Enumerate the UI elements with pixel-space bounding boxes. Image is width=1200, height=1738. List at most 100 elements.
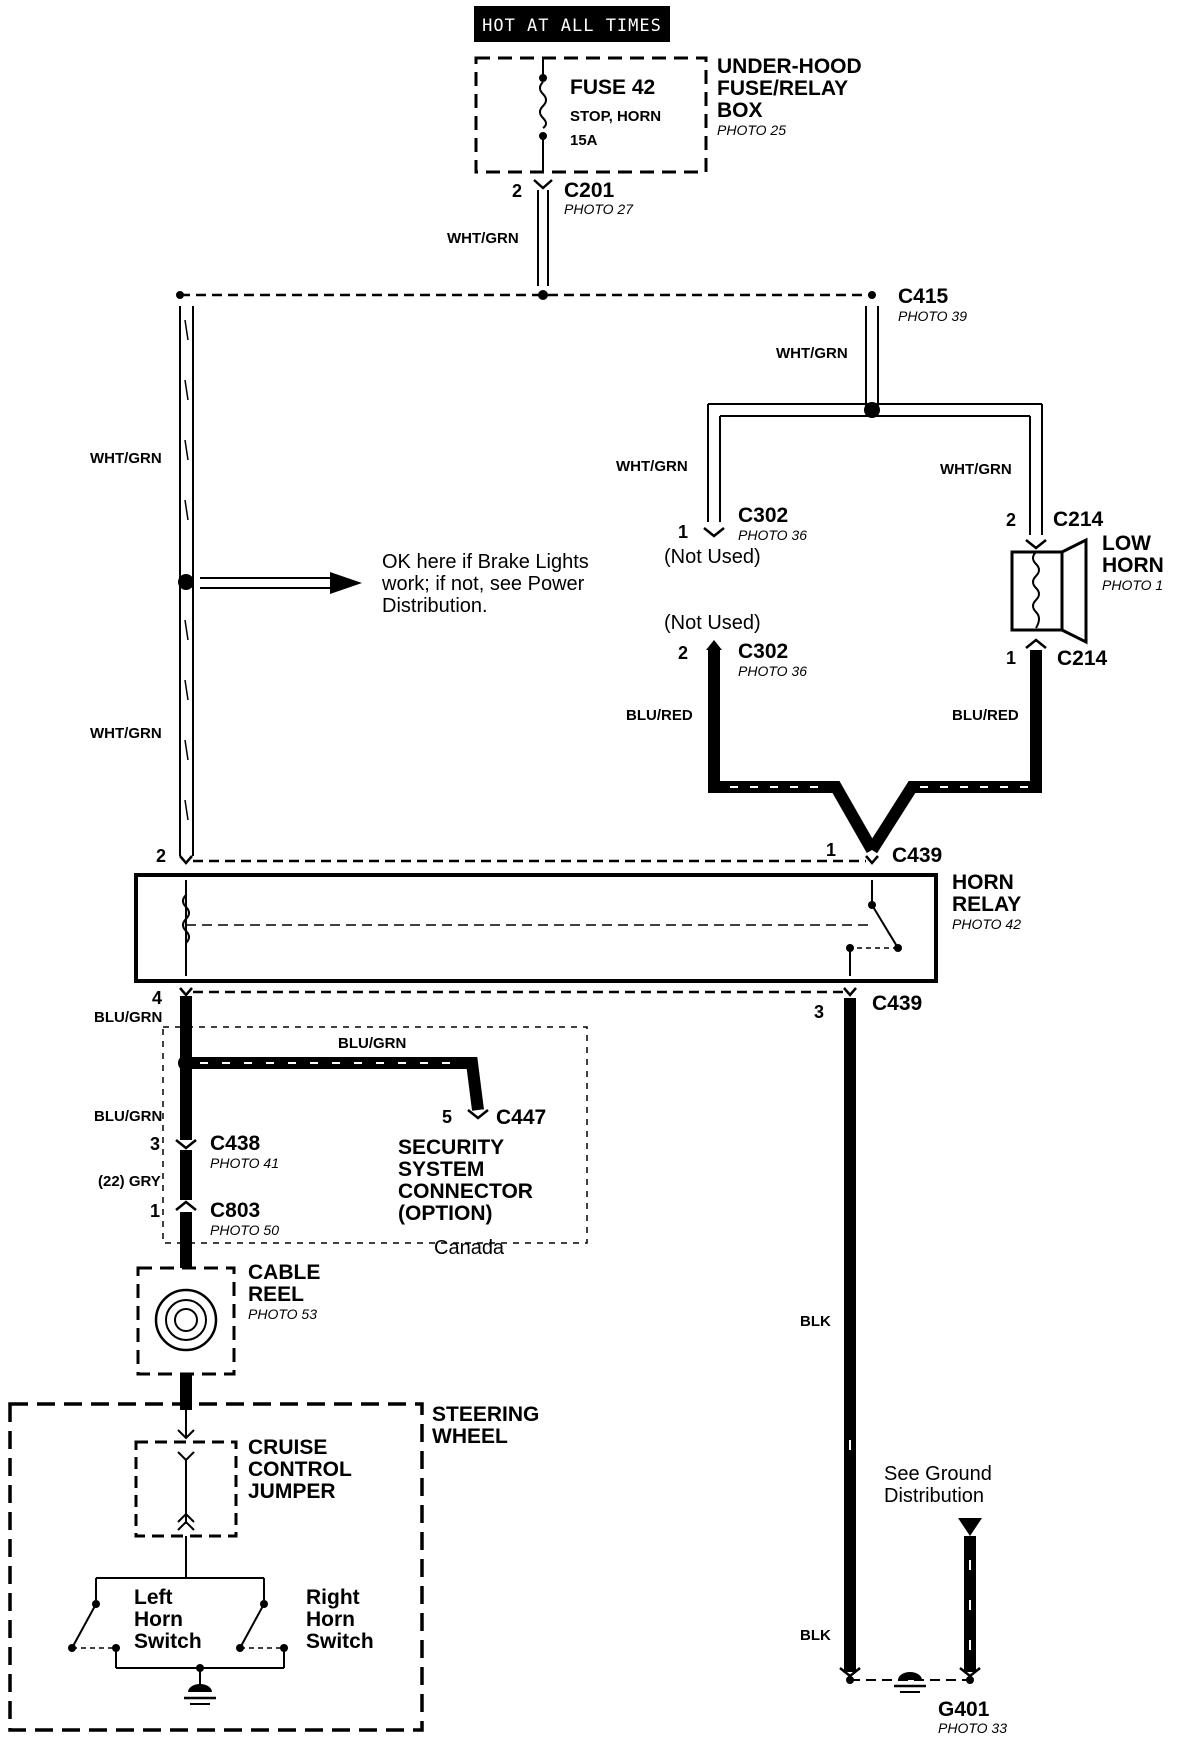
right-switch-icon <box>239 1603 265 1649</box>
c214-wire-label: WHT/GRN <box>940 461 1012 478</box>
c438-photo: PHOTO 41 <box>210 1155 279 1171</box>
c803-name: C803 <box>210 1199 260 1222</box>
fuse-circuit: STOP, HORN <box>570 108 661 125</box>
security-line-2: SYSTEM <box>398 1158 484 1181</box>
c447-pin: 5 <box>442 1107 452 1127</box>
c439-top-name: C439 <box>892 844 942 867</box>
c439-bottom-pin-right: 3 <box>814 1002 824 1022</box>
c302-top-connector: 1 C302 PHOTO 36 (Not Used) <box>664 504 807 568</box>
c415-photo: PHOTO 39 <box>898 308 967 324</box>
relay-line-1: HORN <box>952 871 1014 894</box>
under-hood-fuse-relay-box: FUSE 42 STOP, HORN 15A UNDER-HOOD FUSE/R… <box>474 55 862 174</box>
horn-coil-icon <box>1032 551 1040 629</box>
c214-bottom-pin: 1 <box>1006 648 1016 668</box>
c447-name: C447 <box>496 1106 546 1129</box>
steering-wheel: STEERING WHEEL CRUISE CONTROL JUMPER <box>8 1402 539 1732</box>
ground-g401-icon <box>894 1672 926 1693</box>
left-switch-icon <box>71 1603 97 1649</box>
brake-lights-note: OK here if Brake Lights work; if not, se… <box>200 551 589 617</box>
steering-line-2: WHEEL <box>432 1425 508 1448</box>
gry-wire-label: (22) GRY <box>98 1173 161 1190</box>
left-wire-label-1: WHT/GRN <box>90 450 162 467</box>
low-horn-photo: PHOTO 1 <box>1102 577 1163 593</box>
fuse-rating: 15A <box>570 132 598 149</box>
c302-bottom-pin: 2 <box>678 643 688 663</box>
c302-bottom-photo: PHOTO 36 <box>738 663 807 679</box>
right-switch-line-2: Horn <box>306 1608 355 1631</box>
fuse-number: FUSE 42 <box>570 76 655 99</box>
cruise-line-1: CRUISE <box>248 1436 327 1459</box>
fuse-box-name-2: FUSE/RELAY <box>717 77 848 100</box>
c803-photo: PHOTO 50 <box>210 1222 279 1238</box>
blk-label-1: BLK <box>800 1313 831 1330</box>
relay-line-2: RELAY <box>952 893 1021 916</box>
c302-wire-label: WHT/GRN <box>616 458 688 475</box>
left-switch-line-3: Switch <box>134 1630 202 1653</box>
blu-red-right-label: BLU/RED <box>952 707 1019 724</box>
c302-bottom-name: C302 <box>738 640 788 663</box>
c201-connector: 2 C201 PHOTO 27 <box>512 179 634 217</box>
low-horn: 2 C214 LOW HORN PHOTO 1 1 C214 <box>1006 508 1164 670</box>
c302-top-photo: PHOTO 36 <box>738 527 807 543</box>
cruise-line-3: JUMPER <box>248 1480 336 1503</box>
c803-pin: 1 <box>150 1201 160 1221</box>
relay-photo: PHOTO 42 <box>952 916 1021 932</box>
c439-top: 2 1 C439 <box>156 840 942 867</box>
cable-reel-icon <box>154 1288 218 1352</box>
blu-red-left-label: BLU/RED <box>626 707 693 724</box>
top-bus: C415 PHOTO 39 <box>176 285 967 324</box>
security-line-1: SECURITY <box>398 1136 504 1159</box>
ground-note-line-1: See Ground <box>884 1463 992 1485</box>
low-horn-line-1: LOW <box>1102 532 1151 555</box>
banner-text: HOT AT ALL TIMES <box>482 16 662 36</box>
arrow-right-icon <box>330 572 362 594</box>
horn-relay: HORN RELAY PHOTO 42 <box>134 871 1021 983</box>
left-wire-label-2: WHT/GRN <box>90 725 162 742</box>
ground-photo: PHOTO 33 <box>938 1720 1007 1736</box>
right-switch-line-1: Right <box>306 1586 360 1609</box>
c302-top-name: C302 <box>738 504 788 527</box>
cable-reel-line-1: CABLE <box>248 1261 320 1284</box>
c438-pin: 3 <box>150 1134 160 1154</box>
c439-top-pin-left: 2 <box>156 846 166 866</box>
wire-wht-grn-left: WHT/GRN WHT/GRN <box>90 306 194 856</box>
wire-wht-grn-feed: WHT/GRN <box>447 190 549 286</box>
c415-wire-label: WHT/GRN <box>776 345 848 362</box>
wire-blu-red: BLU/RED BLU/RED <box>626 640 1042 854</box>
blu-grn-label-2: BLU/GRN <box>94 1108 162 1125</box>
hot-at-all-times-banner: HOT AT ALL TIMES <box>474 6 670 42</box>
cable-reel: CABLE REEL PHOTO 53 <box>136 1261 320 1410</box>
cruise-line-2: CONTROL <box>248 1458 352 1481</box>
fuse-box-name-3: BOX <box>717 99 763 122</box>
relay-coil-icon <box>182 894 190 944</box>
left-switch-line-1: Left <box>134 1586 173 1609</box>
fuse-icon <box>539 81 547 129</box>
security-region: Canada <box>434 1237 505 1259</box>
brake-note-line-1: OK here if Brake Lights <box>382 551 589 573</box>
security-line-4: (OPTION) <box>398 1202 493 1225</box>
security-connector: 5 C447 SECURITY SYSTEM CONNECTOR (OPTION… <box>162 1026 588 1259</box>
feed-wire-label: WHT/GRN <box>447 230 519 247</box>
ground-note-line-2: Distribution <box>884 1485 984 1507</box>
c438-name: C438 <box>210 1132 261 1155</box>
wire-blu-grn: BLU/GRN BLU/GRN BLU/GRN <box>94 996 484 1140</box>
c302-top-pin: 1 <box>678 522 688 542</box>
ground-icon <box>184 1684 216 1705</box>
blu-grn-label-1: BLU/GRN <box>94 1009 162 1026</box>
brake-note-line-2: work; if not, see Power <box>381 573 585 595</box>
wire-wht-grn-right-branch: WHT/GRN WHT/GRN WHT/GRN <box>616 306 1043 535</box>
c302-bottom-connector: (Not Used) 2 C302 PHOTO 36 <box>664 612 807 679</box>
c439-bottom: 4 3 C439 <box>152 987 922 1022</box>
c201-pin: 2 <box>512 181 522 201</box>
c415-name: C415 <box>898 285 949 308</box>
c201-photo: PHOTO 27 <box>564 201 634 217</box>
blk-label-2: BLK <box>800 1627 831 1644</box>
c439-bottom-name: C439 <box>872 992 922 1015</box>
c302-bottom-status: (Not Used) <box>664 612 761 634</box>
c214-top-name: C214 <box>1053 508 1104 531</box>
ground-name: G401 <box>938 1698 990 1721</box>
c214-bottom-name: C214 <box>1057 647 1108 670</box>
fuse-box-name-1: UNDER-HOOD <box>717 55 862 78</box>
security-line-3: CONNECTOR <box>398 1180 533 1203</box>
